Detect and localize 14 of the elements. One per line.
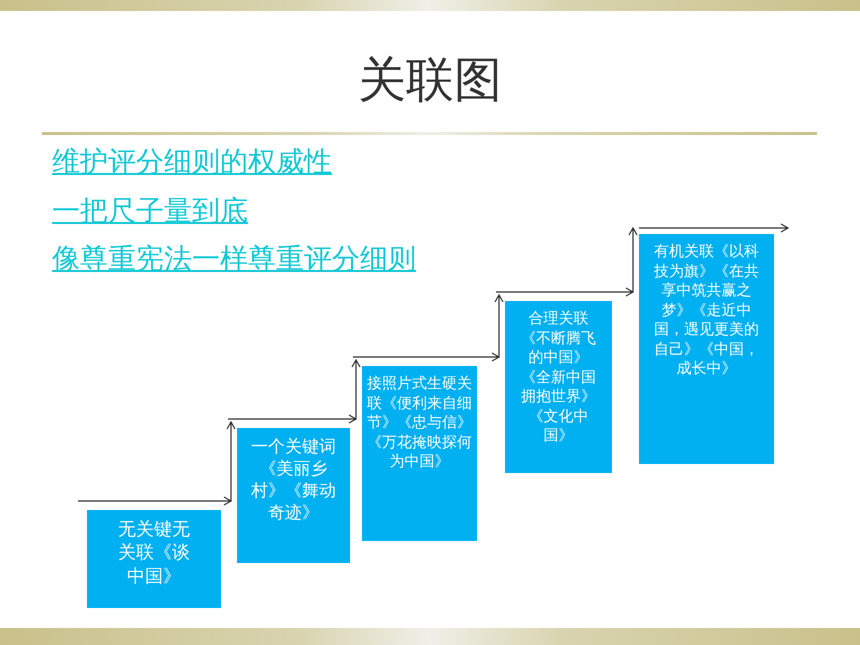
step-box: 一个关键词《美丽乡村》《舞动奇迹》 <box>237 428 350 563</box>
step-arrow <box>352 294 504 362</box>
step-arrow <box>77 420 236 506</box>
link-text: 像尊重宪法一样尊重评分细则 <box>52 241 416 277</box>
title: 关联图 <box>357 51 503 110</box>
link-text: 维护评分细则的权威性 <box>52 144 332 180</box>
step-box: 有机关联《以科技为旗》《在共享中筑共赢之梦》《走近中国，遇见更美的自己》《中国，成长中》 <box>639 234 774 464</box>
step-arrow <box>495 226 638 297</box>
step-arrow <box>638 223 790 233</box>
step-arrow <box>227 358 361 424</box>
link-text: 一把尺子量到底 <box>52 193 248 229</box>
step-box: 接照片式生硬关联《便利来自细节》《忠与信》《万花掩映探何为中国》 <box>362 366 477 541</box>
step-box: 无关键无关联《谈中国》 <box>87 510 221 608</box>
step-box: 合理关联《不断腾飞的中国》《全新中国拥抱世界》《文化中国》 <box>505 301 612 473</box>
